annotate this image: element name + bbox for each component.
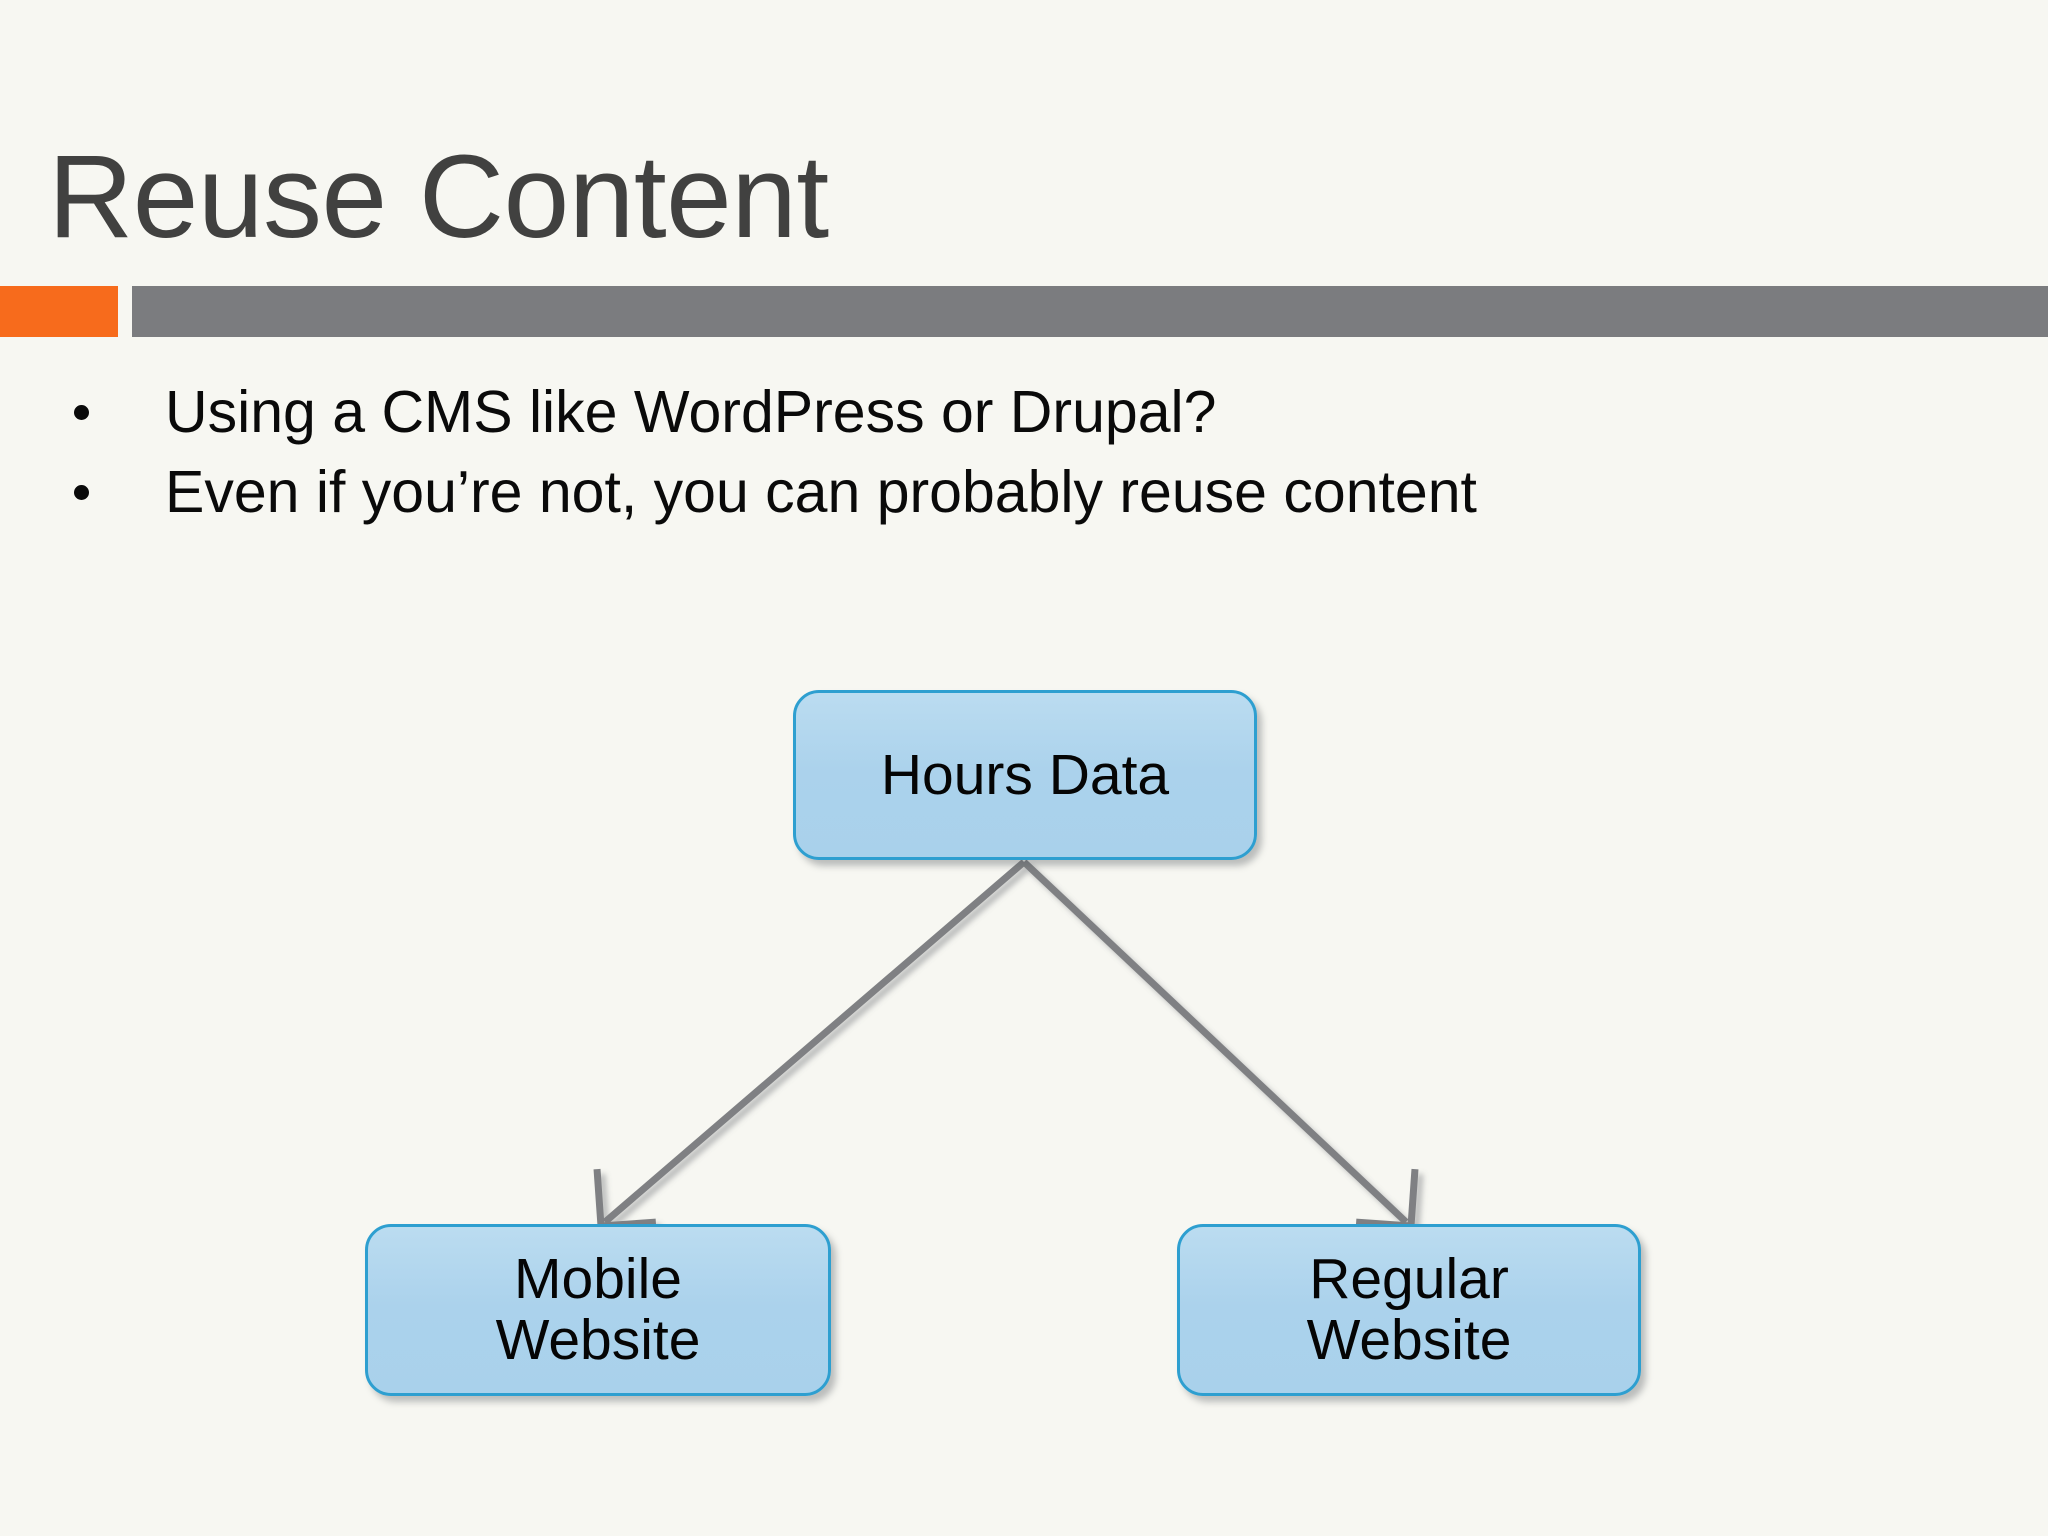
connector-hours-data-to-mobile-website <box>593 859 1027 1230</box>
title-divider <box>0 286 2048 337</box>
list-item: Using a CMS like WordPress or Drupal? <box>60 372 1960 452</box>
diagram-node-regular-website[interactable]: Regular Website <box>1177 1224 1641 1396</box>
list-item: Even if you’re not, you can probably reu… <box>60 452 1960 532</box>
page-title: Reuse Content <box>48 131 829 264</box>
diagram-node-mobile-website[interactable]: Mobile Website <box>365 1224 831 1396</box>
node-label: Regular Website <box>1306 1247 1512 1372</box>
divider-rule-gray <box>132 286 2048 337</box>
node-label: Hours Data <box>880 742 1170 807</box>
connector-hours-data-to-regular-website <box>1021 859 1419 1230</box>
node-label: Mobile Website <box>495 1247 701 1372</box>
diagram-node-hours-data[interactable]: Hours Data <box>793 690 1257 860</box>
bullet-text: Even if you’re not, you can probably reu… <box>165 458 1477 525</box>
accent-block-orange <box>0 286 118 337</box>
bullet-dot-icon <box>74 485 89 500</box>
bullet-text: Using a CMS like WordPress or Drupal? <box>165 378 1217 445</box>
bullet-dot-icon <box>74 405 89 420</box>
bullet-list: Using a CMS like WordPress or Drupal? Ev… <box>60 372 1960 532</box>
